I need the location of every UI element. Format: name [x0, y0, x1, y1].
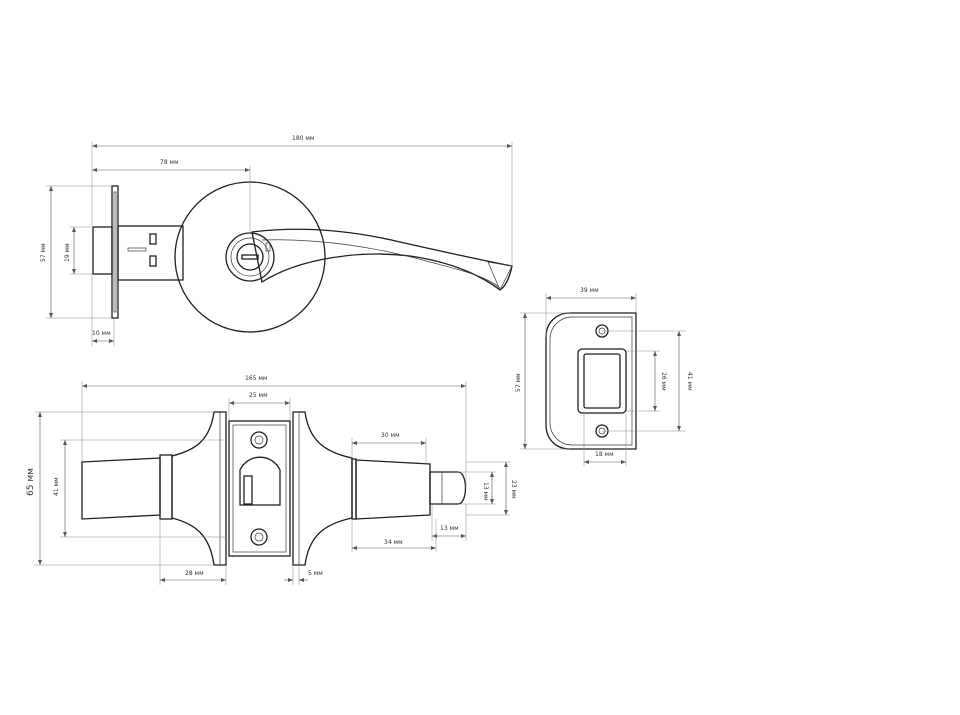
cylinder-ring: [230, 237, 270, 277]
lever-edge: [261, 239, 501, 289]
dim-opening-height: 26 мм: [660, 372, 667, 391]
dim-plate-width: 25 мм: [249, 392, 268, 399]
left-rose: [171, 411, 227, 566]
backplate-inner: [113, 191, 117, 313]
latch-bolt: [239, 456, 281, 506]
latch-body: [117, 225, 184, 281]
dim-hole-spacing: 41 мм: [686, 372, 693, 391]
dim-stroke: 30 мм: [381, 432, 400, 439]
top-view-dimensions: 180 мм 78 мм 57 мм 19 мм 10 мм: [40, 135, 513, 346]
left-lever: [81, 457, 161, 520]
strike-plate-outline: [545, 312, 637, 450]
plate-screw-bottom: [250, 528, 268, 546]
bottom-view-dimensions: 165 мм 25 мм 30 мм 65 мм 41 мм 13 мм 23 …: [26, 375, 517, 585]
right-rose: [292, 411, 353, 566]
strike-opening-outer: [577, 348, 627, 414]
dim-tip: 13 мм: [440, 525, 459, 532]
strike-plate-dimensions: 39 мм 57 мм 41 мм 26 мм 18 мм: [515, 287, 693, 466]
dim-total-length: 180 мм: [292, 135, 314, 142]
dim-total-length-side: 165 мм: [245, 375, 267, 382]
dim-gap: 5 мм: [308, 570, 323, 577]
dim-strike-height: 57 мм: [515, 373, 522, 392]
backplate: [111, 185, 119, 319]
left-collar: [159, 454, 173, 520]
latch-slot-top: [149, 233, 157, 245]
dim-latch-small: 13 мм: [482, 482, 489, 501]
latch-groove: [127, 247, 147, 252]
cylinder-outer: [225, 232, 275, 282]
dim-latch-large: 23 мм: [510, 480, 517, 499]
latch-slot-bottom: [149, 255, 157, 267]
cylinder-inner: [236, 243, 264, 271]
cylinder-pin: [265, 242, 271, 252]
dim-outer-height: 65 мм: [26, 468, 36, 496]
dim-inner-height: 41 мм: [53, 477, 60, 496]
dim-plate-offset: 10 мм: [92, 330, 111, 337]
dim-strike-width: 39 мм: [580, 287, 599, 294]
lever: [251, 228, 513, 291]
dim-latch-width: 19 мм: [64, 243, 71, 262]
plate-screw-top: [250, 431, 268, 449]
lever-tip-end: [429, 471, 467, 505]
strike-opening-inner: [583, 353, 621, 409]
right-lever: [355, 459, 431, 520]
top-view-lever-handle: [92, 181, 513, 333]
bottom-view-side-section: [81, 411, 467, 566]
keyhole: [241, 254, 259, 260]
latch-face: [92, 226, 113, 275]
latch-bolt-key: [243, 475, 253, 505]
lever-tip: [487, 261, 513, 291]
dim-rose-depth: 28 мм: [185, 570, 204, 577]
strike-plate: [545, 312, 637, 450]
dim-backset: 34 мм: [384, 539, 403, 546]
dim-rose-offset: 78 мм: [160, 159, 179, 166]
dim-opening-offset: 18 мм: [595, 451, 614, 458]
dim-height: 57 мм: [40, 243, 47, 262]
latch-plate: [228, 420, 291, 557]
latch-plate-inner: [232, 424, 287, 553]
strike-plate-inner: [549, 316, 633, 446]
